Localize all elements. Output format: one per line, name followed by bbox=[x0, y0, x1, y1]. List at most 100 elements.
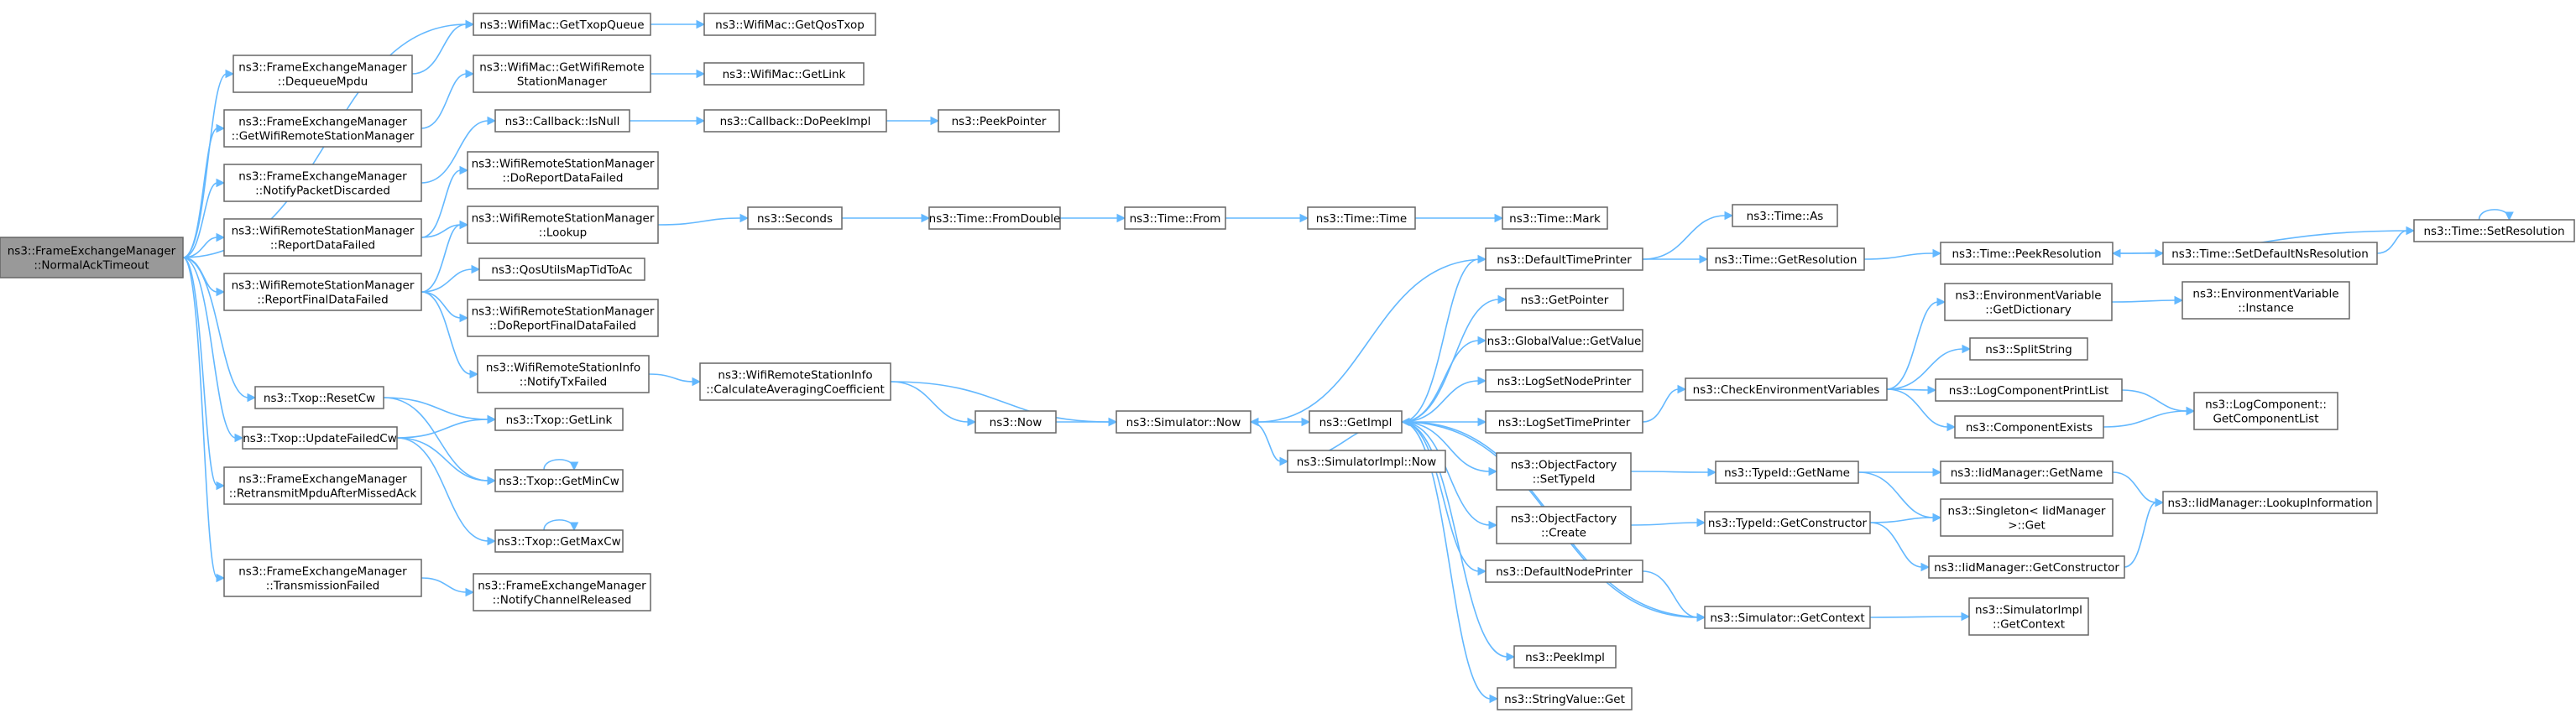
node-doReportFinalDataFailed[interactable]: ns3::WifiRemoteStationManager::DoReportF… bbox=[467, 299, 659, 337]
node-reportFinalDataFailed[interactable]: ns3::WifiRemoteStationManager::ReportFin… bbox=[223, 273, 422, 311]
edge-dequeueMpdu-to-getTxopQueue-arrowhead bbox=[465, 19, 475, 29]
edge-timeFrom-to-timeTime-arrowhead bbox=[1299, 213, 1309, 223]
node-peekImpl[interactable]: ns3::PeekImpl bbox=[1513, 645, 1617, 669]
node-splitString[interactable]: ns3::SplitString bbox=[1969, 337, 2088, 361]
node-simNow[interactable]: ns3::Simulator::Now bbox=[1116, 410, 1251, 434]
node-timeTime[interactable]: ns3::Time::Time bbox=[1307, 206, 1416, 230]
node-envInstance[interactable]: ns3::EnvironmentVariable::Instance bbox=[2182, 281, 2350, 320]
node-qosUtils[interactable]: ns3::QosUtilsMapTidToAc bbox=[478, 258, 645, 281]
node-componentExists[interactable]: ns3::ComponentExists bbox=[1954, 415, 2104, 439]
node-getResolution[interactable]: ns3::Time::GetResolution bbox=[1706, 247, 1865, 271]
node-notifyPacketDiscarded[interactable]: ns3::FrameExchangeManager::NotifyPacketD… bbox=[223, 164, 422, 202]
edge-root-to-transmissionFailed-arrowhead bbox=[216, 573, 226, 583]
node-txopGetLink[interactable]: ns3::Txop::GetLink bbox=[494, 408, 624, 431]
node-getPointer[interactable]: ns3::GetPointer bbox=[1505, 288, 1624, 311]
edge-reportFinalDataFailed-to-qosUtils bbox=[421, 268, 473, 293]
node-getLinkMac-box bbox=[703, 62, 865, 86]
node-notifyChannelReleased[interactable]: ns3::FrameExchangeManager::NotifyChannel… bbox=[473, 573, 651, 612]
node-getLinkMac[interactable]: ns3::WifiMac::GetLink bbox=[703, 62, 865, 86]
node-setDefaultNsResolution-label-0: ns3::Time::SetDefaultNsResolution bbox=[2171, 247, 2369, 261]
node-logSetTimePrinter[interactable]: ns3::LogSetTimePrinter bbox=[1485, 410, 1643, 434]
node-getTxopQueue[interactable]: ns3::WifiMac::GetTxopQueue bbox=[473, 13, 651, 36]
node-getWifiRsm[interactable]: ns3::WifiMac::GetWifiRemoteStationManage… bbox=[473, 55, 651, 93]
node-defaultNodePrinter[interactable]: ns3::DefaultNodePrinter bbox=[1485, 559, 1643, 583]
edge-reportFinalDataFailed-to-notifyTxFailed-arrowhead bbox=[469, 369, 479, 379]
node-globalValueGet[interactable]: ns3::GlobalValue::GetValue bbox=[1485, 329, 1643, 352]
edge-root-to-reportDataFailed-arrowhead bbox=[216, 232, 226, 242]
node-getMaxCw[interactable]: ns3::Txop::GetMaxCw bbox=[494, 529, 624, 553]
node-stringValueGet[interactable]: ns3::StringValue::Get bbox=[1497, 687, 1633, 710]
edge-root-to-dequeueMpdu-arrowhead bbox=[225, 69, 235, 79]
node-getImpl[interactable]: ns3::GetImpl bbox=[1309, 410, 1403, 434]
edge-root-to-feGetWifiRsm bbox=[182, 128, 218, 258]
node-objFactCreate[interactable]: ns3::ObjectFactory::Create bbox=[1496, 506, 1632, 544]
node-iidLookupInfo[interactable]: ns3::IidManager::LookupInformation bbox=[2162, 491, 2378, 514]
edge-getImpl-to-getPointer bbox=[1401, 299, 1500, 423]
node-iidGetCtor[interactable]: ns3::IidManager::GetConstructor bbox=[1928, 555, 2125, 579]
node-typeIdGetCtor[interactable]: ns3::TypeId::GetConstructor bbox=[1704, 511, 1871, 534]
node-transmissionFailed[interactable]: ns3::FrameExchangeManager::TransmissionF… bbox=[223, 559, 422, 597]
node-simImplGetContext-label-1: ::GetContext bbox=[1993, 618, 2065, 632]
node-envInstance-label-1: ::Instance bbox=[2238, 302, 2294, 315]
node-getWifiRsm-label-0: ns3::WifiMac::GetWifiRemote bbox=[479, 61, 644, 75]
node-logCompPrintList[interactable]: ns3::LogComponentPrintList bbox=[1935, 378, 2123, 402]
node-getResolution-box bbox=[1706, 247, 1865, 271]
node-doPeekImpl[interactable]: ns3::Callback::DoPeekImpl bbox=[703, 109, 887, 133]
edge-getResolution-to-peekResolution-arrowhead bbox=[1932, 248, 1942, 258]
node-simImplGetContext-label-0: ns3::SimulatorImpl bbox=[1975, 604, 2082, 617]
edge-typeIdGetCtor-to-iidGetCtor-arrowhead bbox=[1920, 562, 1931, 572]
node-root[interactable]: ns3::FrameExchangeManager::NormalAckTime… bbox=[0, 237, 184, 278]
node-typeIdGetName[interactable]: ns3::TypeId::GetName bbox=[1715, 461, 1859, 484]
edge-defaultTimePrinter-to-simNow-arrowhead bbox=[1249, 417, 1259, 427]
node-doReportFinalDataFailed-box bbox=[467, 299, 659, 337]
node-logCompGetList[interactable]: ns3::LogComponent::GetComponentList bbox=[2193, 392, 2338, 430]
edge-setResolution-to-setResolution bbox=[2478, 209, 2511, 221]
node-singletonGet-label-1: >::Get bbox=[2008, 519, 2045, 533]
node-simGetContext[interactable]: ns3::Simulator::GetContext bbox=[1704, 606, 1871, 629]
node-updateFailedCw[interactable]: ns3::Txop::UpdateFailedCw bbox=[242, 426, 398, 450]
edge-root-to-notifyPacketDiscarded-arrowhead bbox=[216, 178, 226, 188]
node-envGetDictionary[interactable]: ns3::EnvironmentVariable::GetDictionary bbox=[1944, 283, 2113, 321]
node-getMinCw[interactable]: ns3::Txop::GetMinCw bbox=[494, 469, 624, 492]
node-transmissionFailed-label-1: ::TransmissionFailed bbox=[266, 580, 379, 593]
edge-getImpl-to-logSetTimePrinter-arrowhead bbox=[1477, 417, 1487, 427]
node-timeAs[interactable]: ns3::Time::As bbox=[1732, 204, 1838, 227]
node-objFactSetTypeId[interactable]: ns3::ObjectFactory::SetTypeId bbox=[1496, 452, 1632, 491]
node-feGetWifiRsm[interactable]: ns3::FrameExchangeManager::GetWifiRemote… bbox=[223, 109, 422, 148]
node-dequeueMpdu[interactable]: ns3::FrameExchangeManager::DequeueMpdu bbox=[233, 55, 413, 93]
node-defaultTimePrinter[interactable]: ns3::DefaultTimePrinter bbox=[1485, 247, 1643, 271]
node-simGetContext-label-0: ns3::Simulator::GetContext bbox=[1710, 612, 1864, 625]
node-peekPointer[interactable]: ns3::PeekPointer bbox=[938, 109, 1060, 133]
node-calcAvgCoeff[interactable]: ns3::WifiRemoteStationInfo::CalculateAve… bbox=[699, 362, 891, 401]
node-reportDataFailed[interactable]: ns3::WifiRemoteStationManager::ReportDat… bbox=[223, 218, 422, 257]
node-singletonGet[interactable]: ns3::Singleton< IidManager >::Get bbox=[1940, 498, 2114, 537]
node-now[interactable]: ns3::Now bbox=[974, 410, 1057, 434]
node-simImplNow[interactable]: ns3::SimulatorImpl::Now bbox=[1287, 450, 1446, 473]
edge-logCompPrintList-to-logCompGetList bbox=[2121, 389, 2188, 412]
node-setDefaultNsResolution[interactable]: ns3::Time::SetDefaultNsResolution bbox=[2162, 242, 2378, 265]
edge-isNull-to-doPeekImpl-arrowhead bbox=[696, 116, 706, 126]
node-fromDouble-label-0: ns3::Time::FromDouble bbox=[929, 212, 1061, 226]
node-getQosTxop[interactable]: ns3::WifiMac::GetQosTxop bbox=[703, 13, 876, 36]
node-doReportDataFailed[interactable]: ns3::WifiRemoteStationManager::DoReportD… bbox=[467, 151, 659, 190]
node-checkEnvVars[interactable]: ns3::CheckEnvironmentVariables bbox=[1685, 377, 1888, 401]
node-simImplGetContext[interactable]: ns3::SimulatorImpl::GetContext bbox=[1968, 597, 2089, 636]
node-seconds[interactable]: ns3::Seconds bbox=[747, 206, 843, 230]
node-fromDouble[interactable]: ns3::Time::FromDouble bbox=[928, 206, 1061, 230]
node-lookup[interactable]: ns3::WifiRemoteStationManager::Lookup bbox=[467, 206, 659, 244]
node-setResolution[interactable]: ns3::Time::SetResolution bbox=[2413, 219, 2575, 242]
node-resetCw-box bbox=[254, 386, 384, 409]
edge-getMinCw-to-getMinCw bbox=[543, 459, 575, 471]
node-logCompGetList-label-0: ns3::LogComponent:: bbox=[2205, 398, 2327, 412]
node-timeMark[interactable]: ns3::Time::Mark bbox=[1502, 206, 1608, 230]
node-timeFrom[interactable]: ns3::Time::From bbox=[1124, 206, 1226, 230]
node-peekResolution[interactable]: ns3::Time::PeekResolution bbox=[1940, 242, 2114, 265]
node-resetCw[interactable]: ns3::Txop::ResetCw bbox=[254, 386, 384, 409]
node-logSetNodePrinter[interactable]: ns3::LogSetNodePrinter bbox=[1485, 369, 1643, 393]
node-notifyTxFailed[interactable]: ns3::WifiRemoteStationInfo::NotifyTxFail… bbox=[477, 355, 650, 393]
node-retransmit[interactable]: ns3::FrameExchangeManager::RetransmitMpd… bbox=[223, 466, 422, 505]
edge-simGetContext-to-getImpl-arrowhead bbox=[1400, 417, 1410, 427]
node-timeTime-box bbox=[1307, 206, 1416, 230]
node-iidGetName[interactable]: ns3::IidManager::GetName bbox=[1940, 461, 2114, 484]
node-isNull[interactable]: ns3::Callback::IsNull bbox=[494, 109, 630, 133]
